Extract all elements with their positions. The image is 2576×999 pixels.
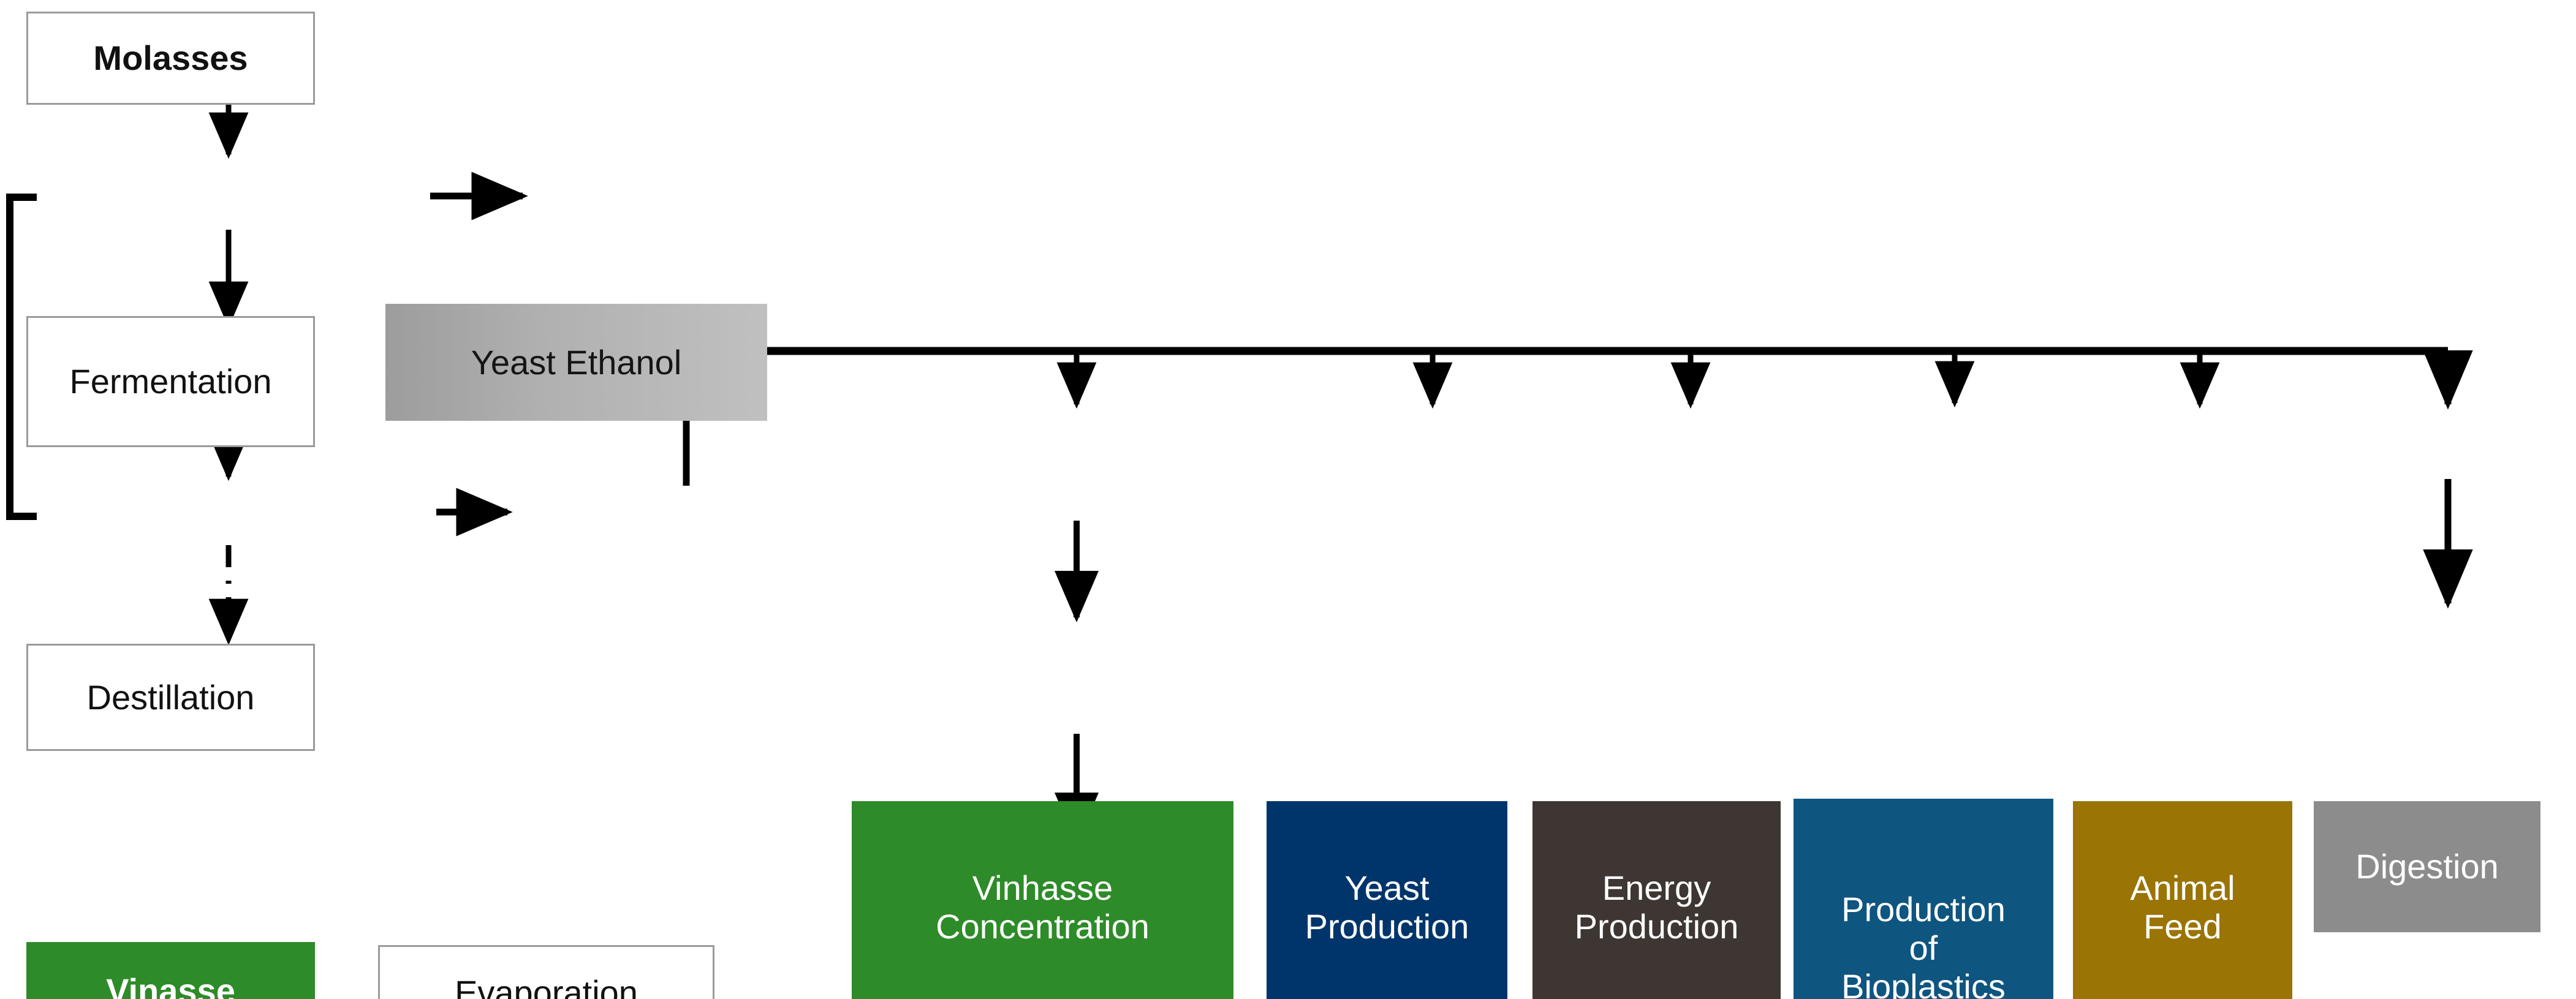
node-evaporation-label: Evaporation — [455, 973, 638, 999]
node-molasses-label: Molasses — [93, 39, 248, 78]
node-destillation[interactable]: Destillation — [26, 644, 315, 751]
node-evaporation[interactable]: Evaporation — [378, 945, 714, 999]
node-vinhasse-concentration-label: Vinhasse Concentration — [936, 868, 1150, 946]
node-yeast-ethanol-label: Yeast Ethanol — [471, 342, 682, 382]
node-digestion[interactable]: Digestion — [2314, 801, 2540, 932]
node-fermentation[interactable]: Fermentation — [26, 316, 315, 447]
node-animal-feed[interactable]: Animal Feed — [2073, 801, 2292, 999]
node-fermentation-label: Fermentation — [69, 362, 272, 401]
node-production-of-bioplastics-label: Production of Bioplastics — [1841, 889, 2006, 999]
node-yeast-ethanol[interactable]: Yeast Ethanol — [385, 304, 767, 421]
node-yeast-production-label: Yeast Production — [1305, 868, 1469, 946]
node-digestion-label: Digestion — [2355, 847, 2499, 886]
node-animal-feed-label: Animal Feed — [2130, 868, 2235, 946]
node-vinhasse-concentration[interactable]: Vinhasse Concentration — [852, 801, 1233, 999]
node-yeast-production[interactable]: Yeast Production — [1267, 801, 1507, 999]
node-energy-production-label: Energy Production — [1574, 868, 1739, 946]
node-molasses[interactable]: Molasses — [26, 12, 315, 105]
node-vinasse-label: Vinasse — [106, 971, 235, 999]
node-production-of-bioplastics[interactable]: Production of Bioplastics — [1794, 799, 2053, 999]
node-vinasse[interactable]: Vinasse — [26, 942, 315, 999]
node-energy-production[interactable]: Energy Production — [1532, 801, 1781, 999]
node-destillation-label: Destillation — [86, 677, 255, 717]
